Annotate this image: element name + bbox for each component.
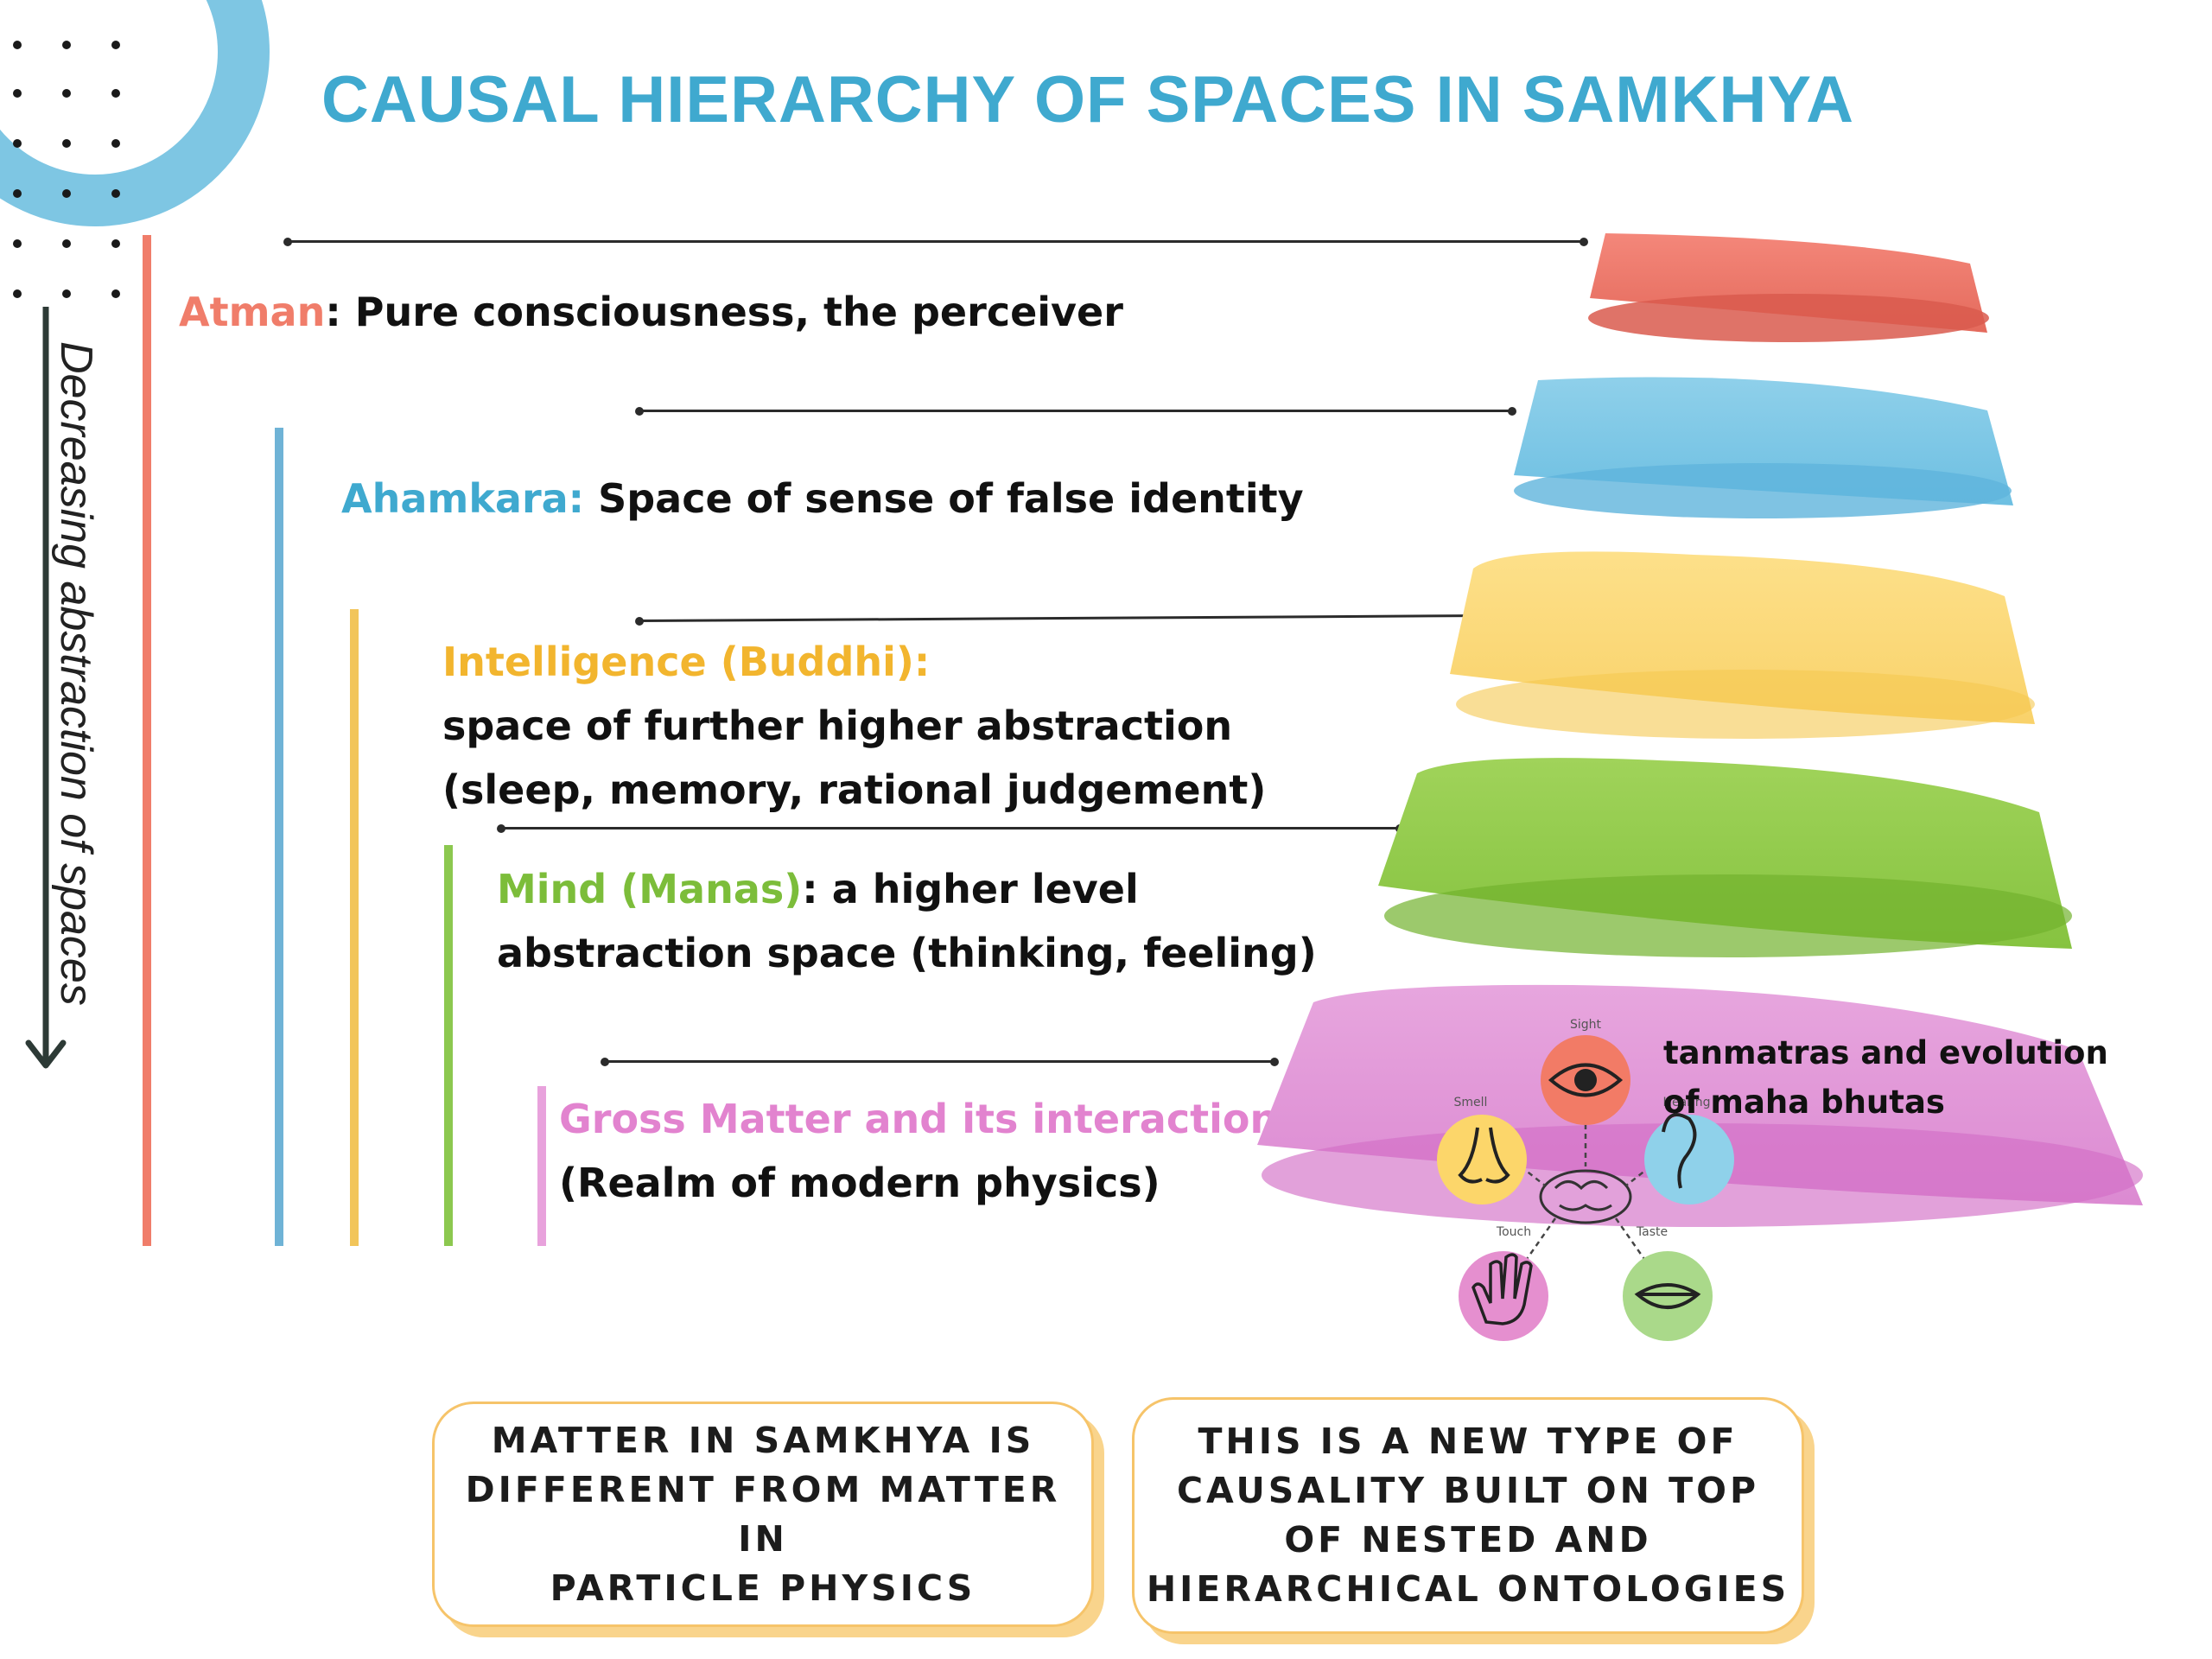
manas-desc-1: a higher level: [831, 866, 1139, 912]
sight-label: Sight: [1570, 1018, 1602, 1032]
manas-bar: [444, 845, 453, 1246]
disc-atman: [1588, 233, 1989, 342]
brain-icon: [1539, 1169, 1632, 1224]
senses-diagram: Sight Smell Hearing Touch Taste: [1437, 1018, 1734, 1341]
connector-atman: [283, 237, 1588, 246]
manas-desc-2: abstraction space (thinking, feeling): [497, 930, 1317, 976]
eye-icon: [1541, 1035, 1630, 1125]
buddhi-desc-2: (sleep, memory, rational judgement): [442, 766, 1267, 813]
ahamkara-name: Ahamkara:: [341, 475, 585, 522]
label-manas: Mind (Manas): a higher level abstraction…: [497, 857, 1317, 985]
note-text-causality: THIS IS A NEW TYPE OF CAUSALITY BUILT ON…: [1146, 1421, 1790, 1610]
label-atman: Atman: Pure consciousness, the perceiver: [179, 289, 1123, 335]
matter-name: Gross Matter and its interactions: [559, 1096, 1302, 1142]
buddhi-name: Intelligence (Buddhi):: [442, 639, 931, 685]
nose-icon: [1437, 1115, 1527, 1205]
touch-label: Touch: [1496, 1225, 1531, 1239]
matter-desc: (Realm of modern physics): [559, 1160, 1160, 1206]
disc-manas: [1378, 758, 2072, 957]
disc-ahamkara: [1514, 377, 2013, 518]
label-matter: Gross Matter and its interactions (Realm…: [559, 1087, 1302, 1215]
atman-bar: [143, 235, 151, 1246]
hearing-label: Hearing: [1662, 1096, 1710, 1109]
note-box-causality: THIS IS A NEW TYPE OF CAUSALITY BUILT ON…: [1132, 1397, 1804, 1634]
disc-buddhi: [1450, 551, 2035, 739]
note-text-matter: MATTER IN SAMKHYA IS DIFFERENT FROM MATT…: [465, 1419, 1061, 1609]
ear-icon: [1644, 1113, 1734, 1205]
atman-name: Atman: [179, 289, 326, 335]
label-buddhi: Intelligence (Buddhi): space of further …: [442, 630, 1266, 822]
page-title: CAUSAL HIERARCHY OF SPACES IN SAMKHYA: [321, 63, 1854, 137]
ahamkara-bar: [275, 428, 283, 1246]
manas-name: Mind (Manas): [497, 866, 803, 912]
decorative-corner: [0, 0, 270, 298]
tanmatras-label: tanmatras and evolution of maha bhutas: [1663, 1034, 2108, 1121]
connector-matter: [601, 1057, 1279, 1066]
connector-ahamkara: [635, 406, 1516, 416]
buddhi-bar: [350, 609, 359, 1246]
note-box-matter: MATTER IN SAMKHYA IS DIFFERENT FROM MATT…: [432, 1402, 1094, 1627]
buddhi-desc-1: space of further higher abstraction: [442, 702, 1233, 749]
hand-icon: [1459, 1251, 1548, 1341]
matter-bar: [537, 1086, 546, 1246]
label-ahamkara: Ahamkara: Space of sense of false identi…: [341, 467, 1304, 531]
axis-label: Decreasing abstraction of spaces: [51, 341, 101, 1006]
down-arrow-icon: [25, 307, 67, 1069]
mouth-icon: [1623, 1251, 1713, 1341]
decorative-ring: [0, 0, 270, 226]
taste-label: Taste: [1636, 1225, 1668, 1239]
decorative-dots: [13, 41, 120, 298]
smell-label: Smell: [1454, 1096, 1488, 1109]
ahamkara-desc: Space of sense of false identity: [598, 475, 1304, 522]
atman-desc: Pure consciousness, the perceiver: [354, 289, 1123, 335]
